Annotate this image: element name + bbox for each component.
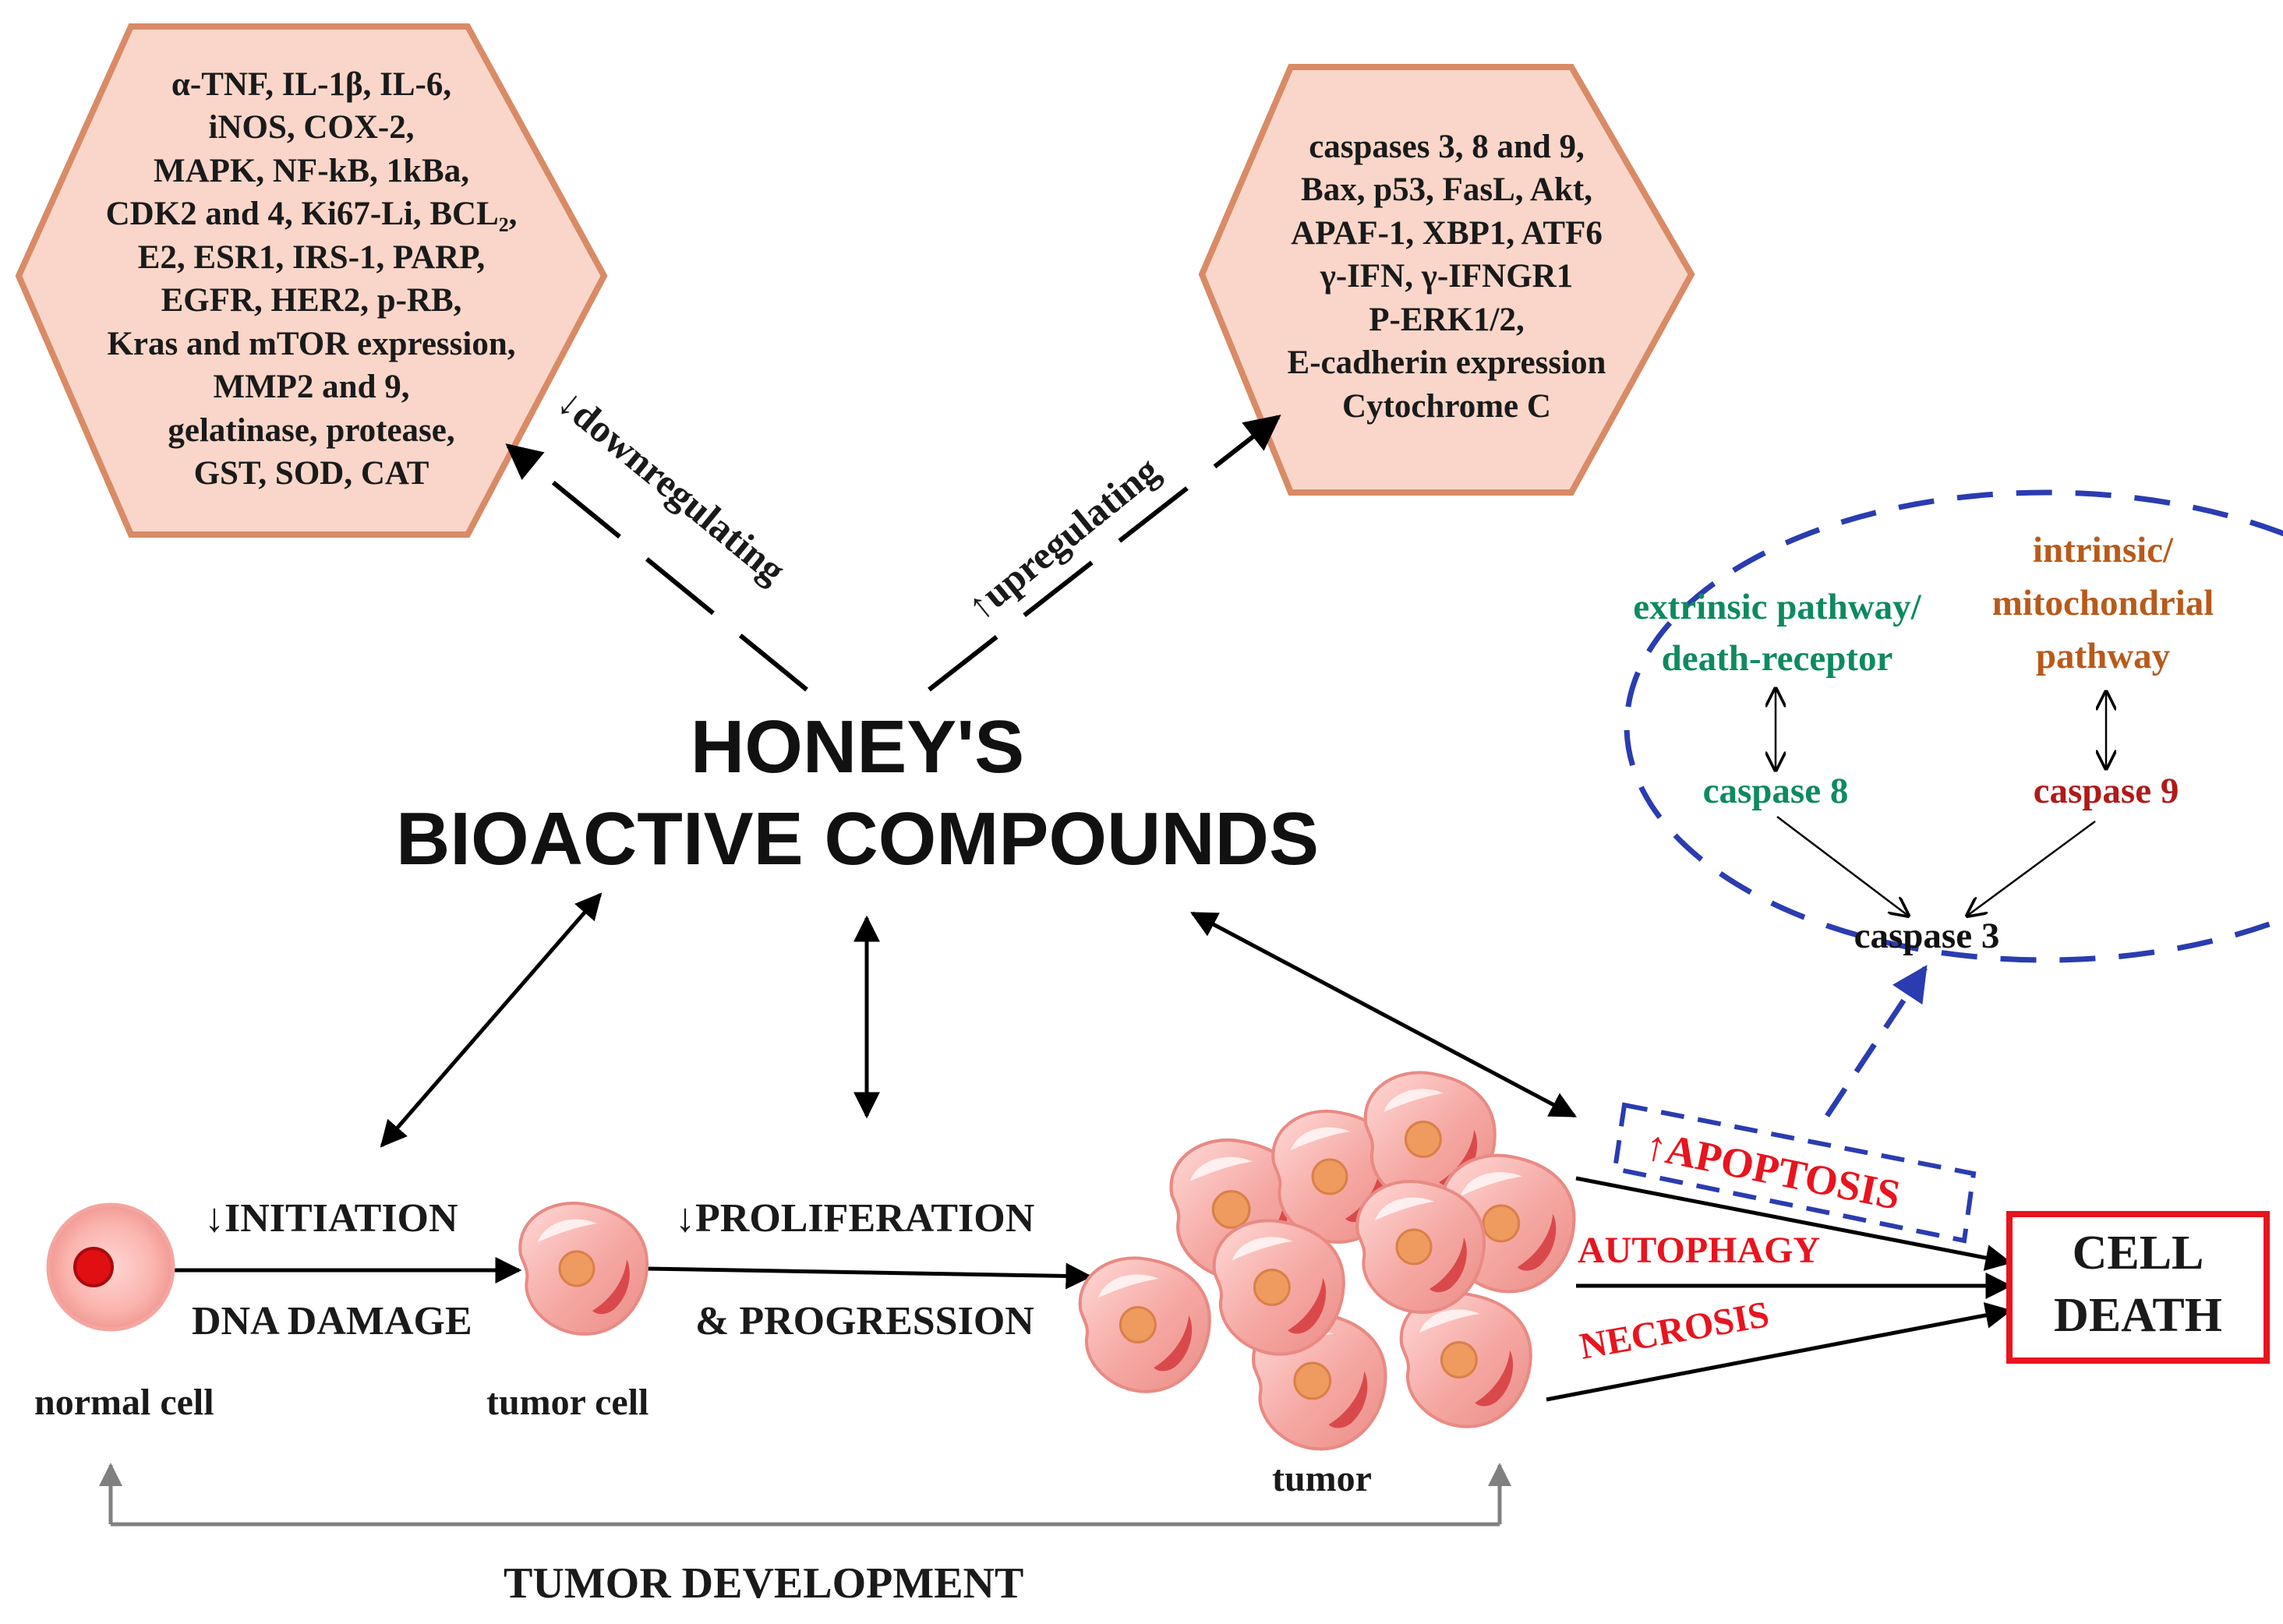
downregulated-item: CDK2 and 4, Ki67-Li, BCL₂, [105,196,518,232]
title-line-1: HONEY'S [690,705,1025,789]
caspase3-label: caspase 3 [1854,916,2000,956]
downregulated-item: MAPK, NF-kB, 1kBa, [154,152,469,189]
intrinsic-line: mitochondrial [1991,583,2214,623]
downregulating-arrow [505,443,808,692]
downregulated-item: MMP2 and 9, [213,369,410,405]
dna-damage-label: DNA DAMAGE [192,1299,472,1343]
upregulated-item: caspases 3, 8 and 9, [1309,128,1585,165]
title-line-2: BIOACTIVE COMPOUNDS [395,797,1320,881]
initiation-link-arrow [380,892,603,1148]
downregulated-item: Kras and mTOR expression, [107,325,516,362]
upregulating-label: ↑upregulating [959,448,1168,629]
page-title: HONEY'S BIOACTIVE COMPOUNDS [366,701,1348,885]
downregulated-hexagon [15,23,608,538]
downregulated-item: GST, SOD, CAT [193,455,429,492]
autophagy-label: AUTOPHAGY [1578,1230,1820,1271]
upregulating-arrow [928,415,1281,692]
upregulated-item: Cytochrome C [1342,387,1551,425]
downregulated-item: E2, ESR1, IRS-1, PARP, [137,238,486,276]
caspase9-to-caspase3-arrow [1967,820,2096,916]
tumor-development-label: TUMOR DEVELOPMENT [504,1559,1024,1608]
upregulated-item: Bax, p53, FasL, Akt, [1301,171,1592,209]
caspase8-label: caspase 8 [1702,771,1849,811]
tumor-label: tumor [1272,1458,1372,1499]
cell-death-line: DEATH [2054,1289,2222,1342]
upregulated-item: E-cadherin expression [1287,344,1606,382]
apoptosis-pathway-ellipse [1624,489,2283,963]
apoptosis-dashed-box [1612,1102,1977,1244]
upregulated-list: caspases 3, 8 and 9, Bax, p53, FasL, Akt… [1202,117,1691,436]
intrinsic-line: pathway [2035,636,2171,676]
normal-cell-icon [46,1202,175,1332]
proliferation-label: ↓PROLIFERATION [675,1196,1035,1241]
initiation-label: ↓INITIATION [204,1196,458,1241]
necrosis-arrow [1546,1302,2013,1402]
cell-death-box [2006,1211,2270,1364]
apoptosis-arrow [1575,1176,2013,1271]
cell-death-label: CELL DEATH [2009,1222,2267,1347]
intrinsic-pathway-label: intrinsic/ mitochondrial pathway [1955,524,2251,683]
upregulated-hexagon [1198,64,1695,496]
progression-arrow [646,1262,1093,1290]
upregulated-item: P-ERK1/2, [1369,301,1525,338]
downregulated-list: α-TNF, IL-1β, IL-6, iNOS, COX-2, MAPK, N… [19,53,604,505]
tumor-cluster-icon [1080,1072,1574,1449]
intrinsic-line: intrinsic/ [2032,530,2174,570]
downregulated-item: EGFR, HER2, p-RB, [161,282,462,319]
normal-cell-label: normal cell [34,1382,214,1423]
downregulated-item: α-TNF, IL-1β, IL-6, [171,65,452,103]
downregulated-item: iNOS, COX-2, [208,109,415,146]
caspase9-label: caspase 9 [2033,771,2179,811]
extrinsic-line: extrinsic pathway/ [1633,587,1921,627]
upregulated-item: APAF-1, XBP1, ATF6 [1291,214,1603,252]
necrosis-label: NECROSIS [1577,1294,1772,1368]
caspase8-to-caspase3-arrow [1776,816,1908,916]
tumor-cell-icon [518,1202,649,1336]
extrinsic-line: death-receptor [1661,638,1893,679]
outcome-link-arrow [1189,911,1578,1118]
progression-label: & PROGRESSION [695,1299,1034,1343]
apoptosis-to-caspase3-arrow [1825,965,1928,1117]
upregulated-item: γ-IFN, γ-IFNGR1 [1320,258,1574,295]
cell-death-line: CELL [2072,1227,2204,1280]
tumor-cell-label: tumor cell [486,1382,649,1423]
extrinsic-pathway-label: extrinsic pathway/ death-receptor [1582,581,1972,684]
downregulated-item: gelatinase, protease, [168,411,455,449]
